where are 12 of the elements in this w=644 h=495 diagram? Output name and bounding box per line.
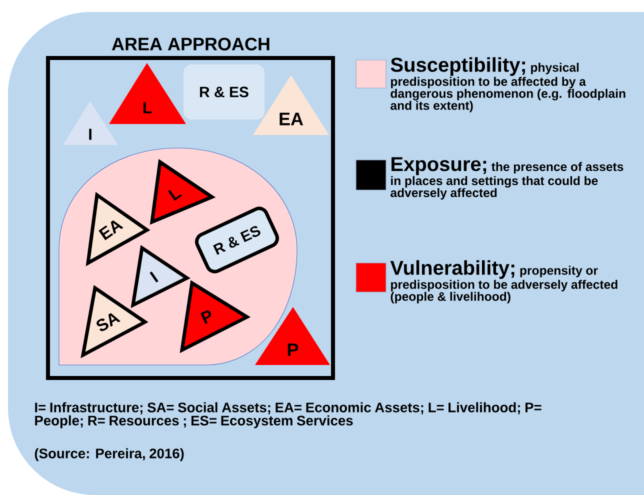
triangle: I: [63, 101, 118, 145]
legend-text: Susceptibility; physical predisposition to be affected by a dangerous phenomenon (e.g. floodplain and its extent): [390, 57, 626, 112]
rounded-box: R & ES: [194, 206, 280, 274]
legend-text: Vulnerability; propensity or predisposition to be adversely affected (people & livelihood): [390, 260, 618, 304]
node-label: AREA APPROACH: [112, 38, 270, 50]
triangle: P: [255, 307, 330, 365]
rounded-box: R & ES: [184, 64, 264, 120]
legend-note: (Source: Pereira, 2016): [34, 448, 184, 462]
triangle: EA: [253, 75, 329, 135]
triangle: L: [109, 63, 186, 124]
legend-note: I= Infrastructure; SA= Social Assets; EA= Economic Assets; L= Livelihood; P= People; R= Resources ; ES= Ecosystem Services: [35, 402, 542, 428]
legend-text: Exposure; the presence of assets in places and settings that could be adversely affected: [390, 157, 624, 200]
